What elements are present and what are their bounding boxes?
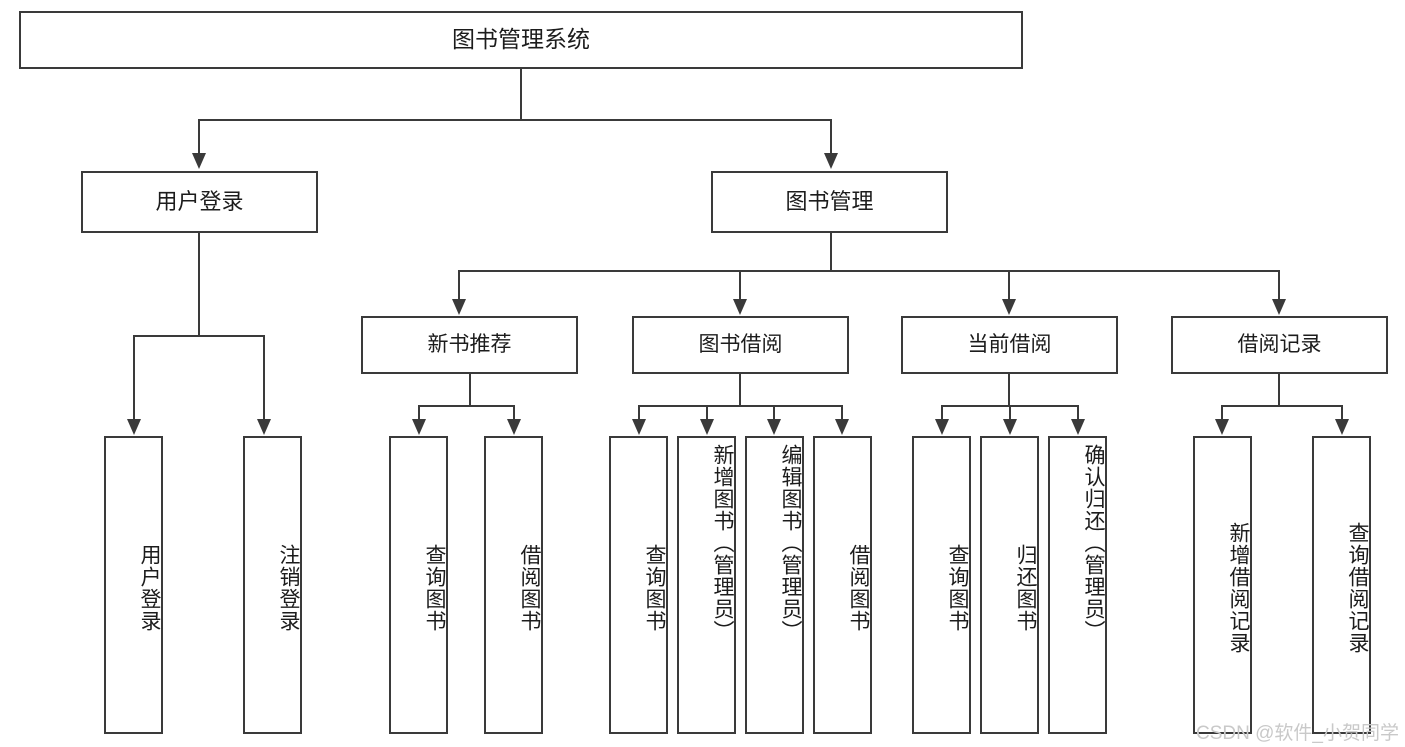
arrow-current-to-leaf-1 — [935, 419, 949, 435]
arrow-book-mgmt-to-records — [1272, 299, 1286, 315]
arrow-user-login-to-leaf-1 — [127, 419, 141, 435]
connector-records-stem — [1278, 374, 1280, 406]
arrow-book-mgmt-to-current — [1002, 299, 1016, 315]
connector-book-mgmt-stem — [830, 233, 832, 271]
node-book-management[interactable]: 图书管理 — [711, 171, 948, 233]
connector-current-to-leaf-2 — [1009, 405, 1011, 420]
arrow-root-to-book-mgmt — [824, 153, 838, 169]
node-label: 新书推荐 — [427, 332, 512, 356]
leaf-edit-book-admin[interactable]: 编辑图书（管理员） — [745, 436, 804, 734]
node-label: 借阅记录 — [1237, 332, 1322, 356]
arrow-user-login-to-leaf-2 — [257, 419, 271, 435]
arrow-borrow-to-leaf-1 — [632, 419, 646, 435]
leaf-borrow-book-new[interactable]: 借阅图书 — [484, 436, 543, 734]
arrow-borrow-to-leaf-3 — [767, 419, 781, 435]
node-label: 当前借阅 — [967, 332, 1052, 356]
connector-user-login-to-leaf-2 — [263, 335, 265, 420]
connector-root-bar — [198, 119, 832, 121]
connector-book-mgmt-to-new-books — [458, 270, 460, 300]
node-label: 新增借阅记录 — [1227, 522, 1250, 654]
connector-current-stem — [1008, 374, 1010, 406]
leaf-return-book[interactable]: 归还图书 — [980, 436, 1039, 734]
arrow-current-to-leaf-3 — [1071, 419, 1085, 435]
node-label: 图书借阅 — [698, 332, 783, 356]
connector-current-to-leaf-1 — [941, 405, 943, 420]
connector-records-bar — [1221, 405, 1342, 407]
arrow-borrow-to-leaf-4 — [835, 419, 849, 435]
connector-records-to-leaf-1 — [1221, 405, 1223, 420]
connector-borrow-to-leaf-3 — [773, 405, 775, 420]
arrow-new-books-to-leaf-2 — [507, 419, 521, 435]
connector-borrow-to-leaf-4 — [841, 405, 843, 420]
node-label: 查询图书 — [643, 544, 666, 632]
arrow-book-mgmt-to-borrow — [733, 299, 747, 315]
connector-new-books-stem — [469, 374, 471, 406]
node-label: 新增图书（管理员） — [711, 444, 734, 642]
node-current-borrow[interactable]: 当前借阅 — [901, 316, 1118, 374]
arrow-records-to-leaf-1 — [1215, 419, 1229, 435]
leaf-add-book-admin[interactable]: 新增图书（管理员） — [677, 436, 736, 734]
leaf-add-borrow-record[interactable]: 新增借阅记录 — [1193, 436, 1252, 734]
connector-book-mgmt-to-borrow — [739, 270, 741, 300]
node-label: 确认归还（管理员） — [1082, 444, 1105, 642]
connector-root-stem — [520, 69, 522, 120]
node-root-system[interactable]: 图书管理系统 — [19, 11, 1023, 69]
leaf-query-book-new[interactable]: 查询图书 — [389, 436, 448, 734]
node-label: 注销登录 — [277, 544, 300, 632]
connector-current-to-leaf-3 — [1077, 405, 1079, 420]
node-label: 查询图书 — [946, 544, 969, 632]
leaf-confirm-return-admin[interactable]: 确认归还（管理员） — [1048, 436, 1107, 734]
node-label: 查询图书 — [423, 544, 446, 632]
connector-borrow-stem — [739, 374, 741, 406]
leaf-borrow-book[interactable]: 借阅图书 — [813, 436, 872, 734]
node-label: 用户登录 — [138, 544, 161, 632]
arrow-root-to-user-login — [192, 153, 206, 169]
arrow-book-mgmt-to-new-books — [452, 299, 466, 315]
connector-user-login-to-leaf-1 — [133, 335, 135, 420]
connector-borrow-to-leaf-1 — [638, 405, 640, 420]
connector-user-login-stem — [198, 233, 200, 336]
connector-new-books-to-leaf-2 — [513, 405, 515, 420]
node-user-login[interactable]: 用户登录 — [81, 171, 318, 233]
arrow-borrow-to-leaf-2 — [700, 419, 714, 435]
arrow-records-to-leaf-2 — [1335, 419, 1349, 435]
connector-borrow-to-leaf-2 — [706, 405, 708, 420]
leaf-query-borrow-record[interactable]: 查询借阅记录 — [1312, 436, 1371, 734]
node-new-book-recommend[interactable]: 新书推荐 — [361, 316, 578, 374]
connector-new-books-to-leaf-1 — [418, 405, 420, 420]
leaf-logout[interactable]: 注销登录 — [243, 436, 302, 734]
node-label: 图书管理 — [785, 189, 874, 215]
node-label: 借阅图书 — [847, 544, 870, 632]
arrow-current-to-leaf-2 — [1003, 419, 1017, 435]
leaf-query-book-borrow[interactable]: 查询图书 — [609, 436, 668, 734]
node-book-borrow[interactable]: 图书借阅 — [632, 316, 849, 374]
connector-root-to-user-login — [198, 119, 200, 155]
connector-new-books-bar — [418, 405, 514, 407]
connector-book-mgmt-to-current — [1008, 270, 1010, 300]
connector-records-to-leaf-2 — [1341, 405, 1343, 420]
connector-root-to-book-mgmt — [830, 119, 832, 155]
node-label: 查询借阅记录 — [1346, 522, 1369, 654]
connector-book-mgmt-to-records — [1278, 270, 1280, 300]
arrow-new-books-to-leaf-1 — [412, 419, 426, 435]
node-label: 归还图书 — [1014, 544, 1037, 632]
node-label: 用户登录 — [155, 189, 244, 215]
leaf-query-book-current[interactable]: 查询图书 — [912, 436, 971, 734]
leaf-user-login[interactable]: 用户登录 — [104, 436, 163, 734]
connector-borrow-bar — [638, 405, 843, 407]
connector-book-mgmt-bar — [458, 270, 1280, 272]
node-label: 编辑图书（管理员） — [779, 444, 802, 642]
node-label: 借阅图书 — [518, 544, 541, 632]
node-label: 图书管理系统 — [452, 26, 590, 53]
connector-user-login-bar — [133, 335, 264, 337]
node-borrow-records[interactable]: 借阅记录 — [1171, 316, 1388, 374]
